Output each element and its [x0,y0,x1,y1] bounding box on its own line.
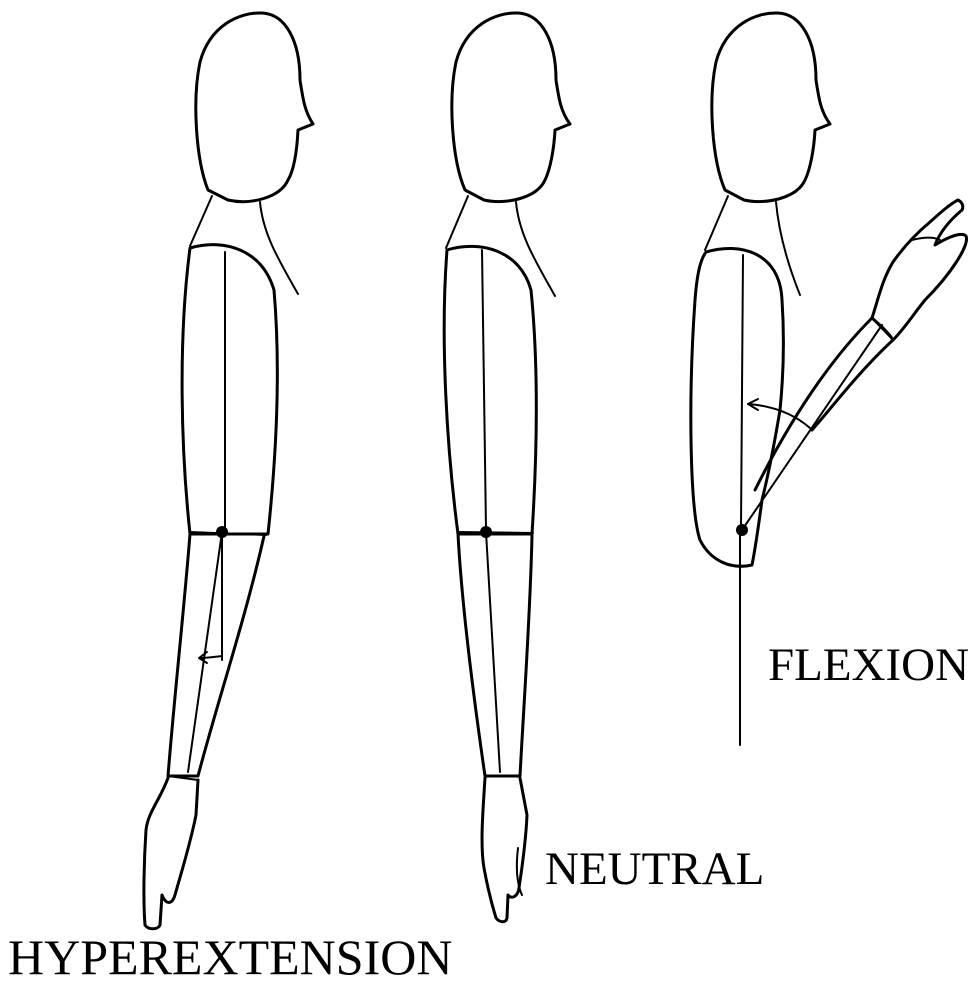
shoulder-axis-line [482,250,486,530]
forearm-outline [458,534,532,776]
neck-line [260,202,298,294]
label-flexion: FLEXION [768,642,969,689]
forearm-axis-line [486,532,500,772]
neck-line [446,196,468,248]
hand-outline [872,200,967,340]
label-neutral: NEUTRAL [545,846,764,893]
figure-hyperextension [144,13,313,929]
forearm-axis-line [742,325,882,530]
head-outline [196,13,313,202]
hand-outline [482,778,527,922]
shoulder-axis-line [741,255,743,528]
forearm-outline [755,318,893,490]
elbow-line [458,532,533,533]
forearm-axis-line [188,532,222,772]
neck-line [705,196,728,250]
angle-arc [200,656,222,658]
neck-line [516,202,555,296]
upper-arm-outline [444,246,536,534]
head-outline [712,13,830,202]
figure-flexion [691,13,967,745]
hand-outline [144,778,198,929]
figure-neutral [444,13,570,922]
label-hyperextension: HYPEREXTENSION [8,932,452,982]
head-outline [452,13,570,202]
neck-line [190,196,212,246]
upper-arm-outline [182,245,277,534]
